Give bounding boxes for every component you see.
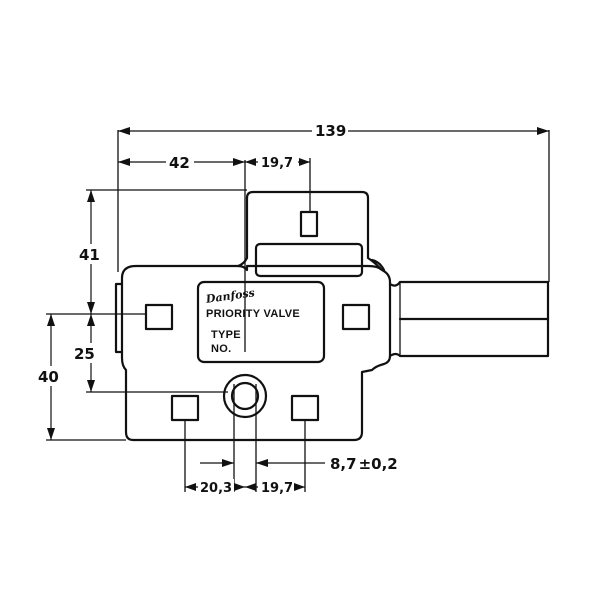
dim-overall-length: 139: [118, 121, 549, 140]
nameplate-frame: [196, 280, 326, 364]
dim-label-top-19-7: 19,7: [261, 156, 293, 171]
right-cylinder: [388, 280, 550, 358]
brand-logo: Danfoss: [204, 286, 255, 306]
valve-body: Danfoss PRIORITY VALVE TYPE NO.: [114, 190, 550, 442]
nameplate: Danfoss PRIORITY VALVE TYPE NO.: [196, 280, 326, 364]
top-block-slot: [254, 242, 364, 278]
dim-bottom-spacing: 20,3 19,7: [185, 479, 305, 496]
dim-total-height: 40: [36, 314, 66, 440]
left-port-stub: [114, 282, 124, 354]
dim-port-size: 8,7±0,2: [200, 455, 398, 473]
dim-label-25: 25: [74, 345, 95, 363]
dim-top-block-width: 19,7: [245, 153, 310, 171]
dim-upper-height: 41: [76, 190, 106, 314]
left-side-square: [144, 303, 174, 331]
bottom-left-square: [170, 394, 200, 422]
dim-label-40: 40: [38, 368, 59, 386]
top-block-outline: [245, 190, 382, 270]
dim-label-port-size: 8,7±0,2: [330, 455, 398, 473]
bottom-right-square: [290, 394, 320, 422]
reference-lines: [46, 130, 550, 492]
nameplate-line-type: TYPE: [211, 329, 241, 341]
main-body-outline: [120, 264, 392, 442]
nameplate-line-priority-valve: PRIORITY VALVE: [206, 308, 300, 320]
dim-label-20-3: 20,3: [200, 481, 232, 496]
right-side-square: [341, 303, 371, 331]
dim-lower-height: 25: [72, 314, 102, 392]
dim-left-offset: 42: [118, 152, 245, 172]
nameplate-line-no: NO.: [211, 343, 231, 355]
dim-label-bottom-19-7: 19,7: [261, 481, 293, 496]
bottom-round-port: [222, 373, 268, 419]
dim-label-139: 139: [315, 122, 346, 140]
top-block-square: [299, 210, 319, 238]
dim-label-41: 41: [79, 246, 100, 264]
dim-label-42: 42: [169, 154, 190, 172]
